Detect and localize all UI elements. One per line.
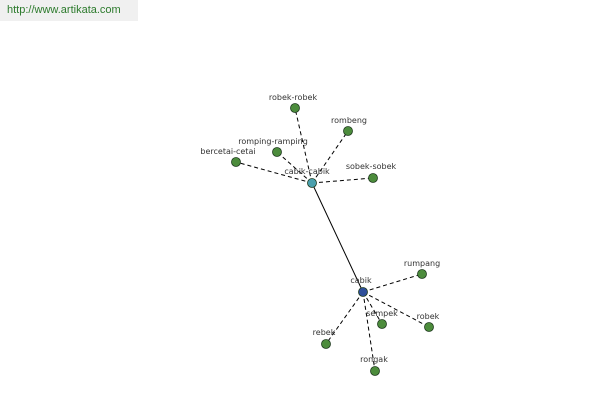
- node-robek-robek[interactable]: [290, 103, 300, 113]
- node-label-cabik-cabik[interactable]: cabik-cabik: [284, 167, 330, 176]
- edge-cabik-cabik-to-robek-robek: [294, 107, 313, 184]
- node-label-sobek-sobek[interactable]: sobek-sobek: [346, 162, 397, 171]
- edge-cabik-to-robek: [362, 291, 430, 328]
- node-rombeng[interactable]: [343, 126, 353, 136]
- node-label-rumpang[interactable]: rumpang: [404, 259, 440, 268]
- node-label-romping-ramping[interactable]: romping-ramping: [238, 137, 308, 146]
- node-sempek[interactable]: [377, 319, 387, 329]
- edge-cabik-cabik-to-bercetai-cetai: [235, 161, 313, 184]
- node-cabik[interactable]: [358, 287, 368, 297]
- node-label-robek-robek[interactable]: robek-robek: [269, 93, 318, 102]
- nodes-layer: [231, 103, 434, 376]
- edge-cabik-to-rongak: [362, 291, 376, 372]
- node-label-sempek[interactable]: sempek: [366, 309, 398, 318]
- node-rongak[interactable]: [370, 366, 380, 376]
- node-rebek[interactable]: [321, 339, 331, 349]
- edge-cabik-to-sempek: [362, 291, 383, 325]
- node-label-rongak[interactable]: rongak: [360, 355, 388, 364]
- edge-cabik-cabik-to-romping-ramping: [276, 151, 313, 184]
- edge-cabik-cabik-to-rombeng: [311, 130, 349, 184]
- node-label-rombeng[interactable]: rombeng: [331, 116, 367, 125]
- node-label-cabik[interactable]: cabik: [350, 276, 372, 285]
- edges-layer: [235, 107, 430, 372]
- node-sobek-sobek[interactable]: [368, 173, 378, 183]
- edge-cabik-cabik-to-sobek-sobek: [311, 177, 374, 184]
- edge-cabik-to-cabik-cabik: [311, 182, 364, 293]
- node-romping-ramping[interactable]: [272, 147, 282, 157]
- node-label-rebek[interactable]: rebek: [313, 328, 336, 337]
- site-url-link[interactable]: http://www.artikata.com: [7, 4, 121, 16]
- labels-layer: cabik cabik-cabik robek-robek rombeng rompin…: [200, 93, 440, 364]
- node-cabik-cabik[interactable]: [307, 178, 317, 188]
- edge-cabik-to-rumpang: [362, 273, 423, 293]
- node-robek[interactable]: [424, 322, 434, 332]
- node-label-bercetai-cetai[interactable]: bercetai-cetai: [200, 147, 255, 156]
- site-banner: http://www.artikata.com: [0, 0, 138, 21]
- node-bercetai-cetai[interactable]: [231, 157, 241, 167]
- node-label-robek[interactable]: robek: [417, 312, 440, 321]
- node-rumpang[interactable]: [417, 269, 427, 279]
- edge-cabik-to-rebek: [325, 291, 364, 345]
